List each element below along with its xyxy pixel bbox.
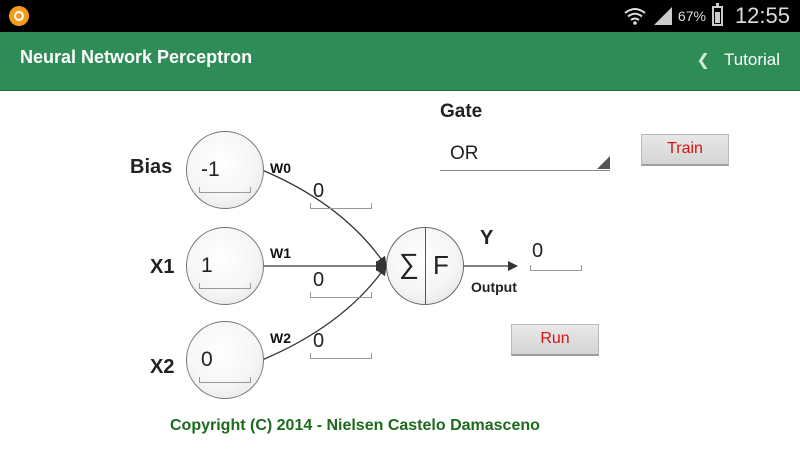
x1-value: 1 [201,254,213,277]
x1-label: X1 [150,256,175,278]
run-button[interactable]: Run [511,324,599,356]
node-divider [425,228,426,304]
tutorial-label: Tutorial [723,50,780,69]
battery-icon [711,3,723,26]
w0-label: W0 [270,160,291,176]
w1-label: W1 [270,245,291,261]
gate-label: Gate [440,101,483,122]
dropdown-arrow-icon [597,156,610,169]
status-time: 12:55 [734,3,790,28]
bias-value: -1 [201,158,220,181]
output-underline [530,265,582,271]
app-bar: Neural Network Perceptron ❮ Tutorial [0,32,800,91]
w1-field[interactable]: 0 [313,269,325,291]
w2-label: W2 [270,330,291,346]
output-label: Output [471,279,517,295]
gate-dropdown[interactable]: OR [440,138,610,171]
x2-value: 0 [201,348,213,371]
status-bar-right: 67% 12:55 [624,0,790,32]
status-bar: 67% 12:55 [0,0,800,32]
x2-input-underline [199,377,251,383]
activation-function-label: F [433,250,449,280]
copyright-text: Copyright (C) 2014 - Nielsen Castelo Dam… [170,417,540,434]
output-value: 0 [532,240,544,262]
sigma-icon: ∑ [399,248,419,279]
w1-field-underline [310,292,372,298]
w0-field-underline [310,203,372,209]
bias-input[interactable]: -1 [186,131,264,209]
w2-field-underline [310,353,372,359]
y-label: Y [480,227,494,249]
app-title: Neural Network Perceptron [20,47,253,67]
battery-level [714,12,720,23]
train-button[interactable]: Train [641,134,729,166]
w0-field[interactable]: 0 [313,180,325,202]
w2-field[interactable]: 0 [313,330,325,352]
signal-icon [653,7,672,25]
battery-percent: 67% [677,8,706,24]
app-notification-icon [9,6,29,26]
bias-input-underline [199,187,251,193]
w0-connection [261,169,387,267]
gate-selected-value: OR [450,143,479,164]
tutorial-button[interactable]: ❮ Tutorial [697,50,780,70]
x1-input[interactable]: 1 [186,227,264,305]
wifi-icon [624,8,646,25]
x2-input[interactable]: 0 [186,321,264,399]
summation-node: ∑ F [386,227,464,305]
chevron-left-icon: ❮ [696,52,710,69]
bias-label: Bias [130,156,173,178]
x1-input-underline [199,283,251,289]
x2-label: X2 [150,356,175,378]
w2-connection [261,265,387,361]
